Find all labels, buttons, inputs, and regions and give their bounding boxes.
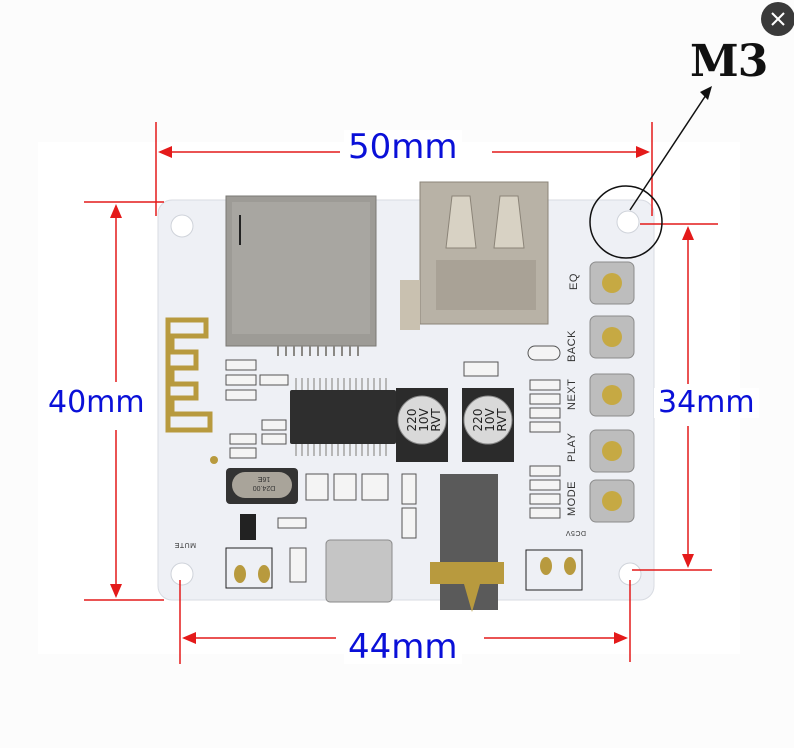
button-label-eq: EQ	[568, 273, 580, 290]
dimension-width-label: 50mm	[344, 130, 462, 164]
crystal-label: D24.00 16E	[252, 475, 276, 491]
close-icon	[771, 12, 785, 26]
capacitor-2-label: 220 10V RVT	[471, 408, 509, 432]
capacitor-1-label: 220 10V RVT	[405, 408, 443, 432]
button-label-next: NEXT	[566, 378, 578, 410]
silkscreen-mute: MUTE	[174, 541, 196, 548]
close-button[interactable]	[761, 2, 794, 36]
button-label-back: BACK	[566, 330, 578, 362]
silkscreen-power: DC5V	[565, 529, 586, 536]
dimension-height-label: 40mm	[44, 388, 149, 418]
button-label-mode: MODE	[566, 481, 578, 516]
dimension-hole-horizontal-label: 44mm	[344, 630, 462, 664]
dimension-hole-vertical-label: 34mm	[654, 388, 759, 418]
button-label-play: PLAY	[566, 432, 578, 462]
mount-hole-label: M3	[690, 36, 768, 87]
